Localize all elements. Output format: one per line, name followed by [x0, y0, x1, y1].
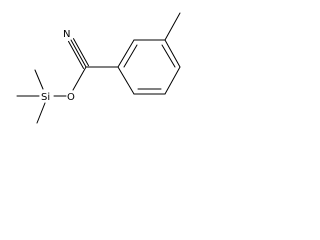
nitrogen-label: N — [63, 29, 70, 40]
trimethylsilyl-methyl-bonds — [16, 69, 46, 124]
silicon-label: Si — [41, 92, 50, 103]
alpha-carbon-oxygen-bond — [72, 66, 87, 91]
methyl-bond — [164, 12, 181, 41]
ring-double-bonds — [123, 44, 176, 90]
oxygen-label: O — [67, 92, 75, 103]
benzene-ring — [117, 39, 181, 95]
chemical-structure: N O Si — [16, 12, 181, 124]
nitrile-triple-bond — [68, 38, 89, 69]
